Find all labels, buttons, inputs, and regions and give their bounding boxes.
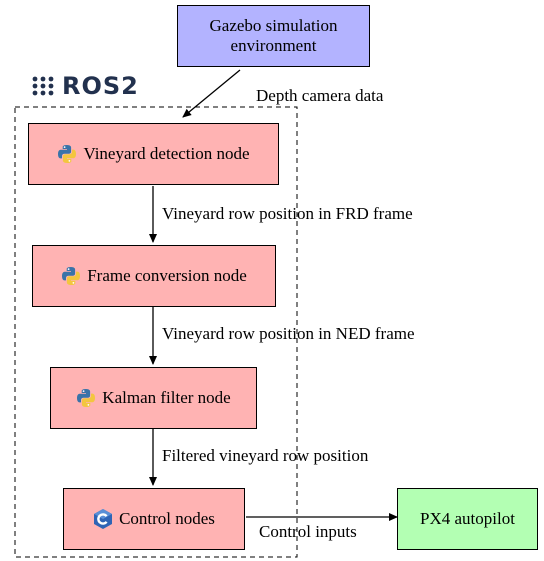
px4-autopilot-label: PX4 autopilot — [420, 509, 515, 528]
edge-label-depth-camera: Depth camera data — [256, 86, 384, 105]
arrow-gazebo-to-detection — [182, 69, 241, 118]
px4-autopilot-node: PX4 autopilot — [397, 488, 538, 550]
vineyard-detection-label: Vineyard detection node — [83, 144, 250, 163]
edge-label-frd: Vineyard row position in FRD frame — [162, 204, 413, 223]
python-icon — [77, 389, 96, 407]
edge-label-filtered: Filtered vineyard row position — [162, 446, 369, 465]
kalman-filter-label: Kalman filter node — [102, 388, 231, 407]
cpp-icon — [94, 509, 113, 529]
gazebo-node: Gazebo simulation environment — [177, 5, 370, 67]
gazebo-node-line1: Gazebo simulation — [209, 16, 338, 35]
edge-label-control-inputs: Control inputs — [259, 522, 357, 541]
vineyard-detection-node: Vineyard detection node — [28, 123, 279, 185]
edge-label-ned: Vineyard row position in NED frame — [162, 324, 415, 343]
control-nodes-node: Control nodes — [63, 488, 245, 550]
frame-conversion-label: Frame conversion node — [87, 266, 247, 285]
ros-dots-icon — [32, 76, 54, 96]
python-icon — [58, 145, 77, 163]
kalman-filter-node: Kalman filter node — [50, 367, 257, 429]
ros2-logo: ROS2 — [32, 72, 139, 100]
frame-conversion-node: Frame conversion node — [32, 245, 276, 307]
python-icon — [62, 267, 81, 285]
ros2-boundary — [14, 106, 298, 558]
gazebo-node-line2: environment — [230, 36, 317, 55]
control-nodes-label: Control nodes — [119, 509, 215, 528]
ros2-logo-text: ROS2 — [62, 72, 139, 100]
